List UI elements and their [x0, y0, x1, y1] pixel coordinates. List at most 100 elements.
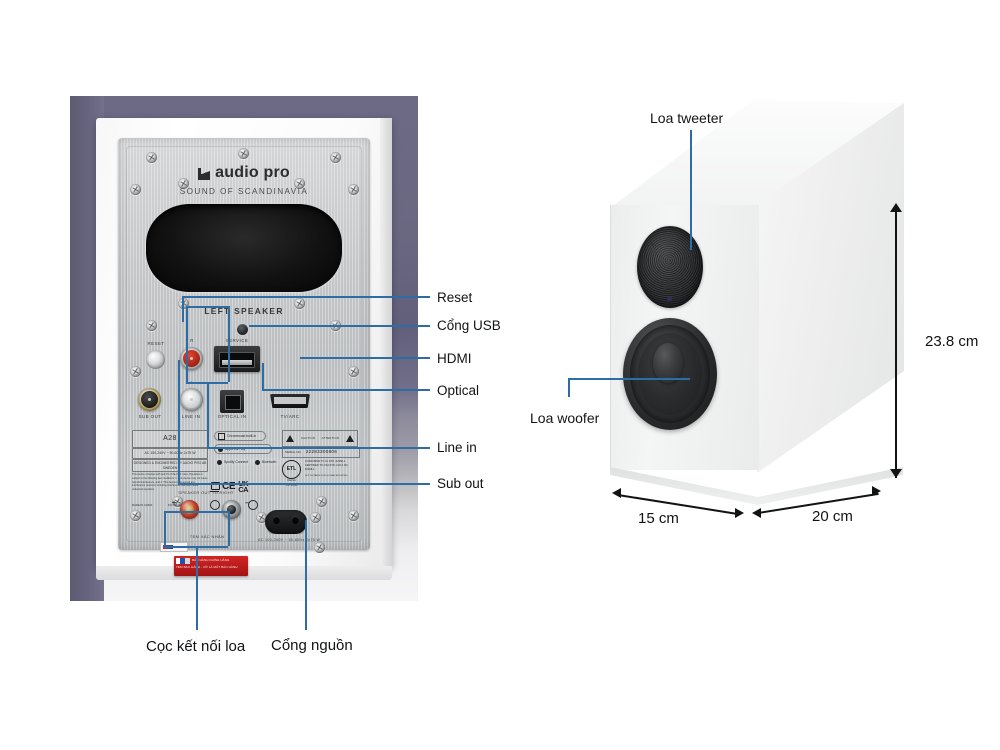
screw-icon [348, 184, 359, 195]
rca-right-input[interactable] [180, 347, 203, 370]
bluetooth-label: Bluetooth [262, 459, 277, 464]
linein-box-right [228, 306, 230, 382]
weee-bin-icon [210, 482, 220, 493]
recycle-icon [210, 500, 220, 510]
model-number: A28 [132, 430, 208, 448]
spotify-badge: Spotify Connect [214, 458, 254, 466]
leader-reset-vertical [182, 296, 184, 322]
etl-conformance-text: CONFORMS TO UL STD. 62368-1 CERTIFIED TO… [305, 460, 349, 472]
rca-left-input[interactable] [180, 388, 203, 411]
screw-icon [294, 178, 305, 189]
brand-name: audio pro [198, 164, 290, 182]
leader-linein-vertical [207, 382, 209, 447]
warning-triangle-icon-2 [345, 435, 354, 442]
speaker-terminal-positive[interactable] [180, 500, 199, 519]
plate-inner-border [126, 146, 362, 542]
callout-optical: Optical [437, 383, 480, 398]
bass-reflex-port [146, 204, 342, 292]
airplay-icon [218, 446, 223, 452]
dimension-width-arrow-right [735, 508, 744, 518]
screw-icon [130, 184, 141, 195]
designed-by-text: DESIGNED & ENGINEERED BY AUDIO PRO AB SW… [132, 459, 208, 472]
terminal-box-left [164, 511, 166, 546]
screw-icon [294, 298, 305, 309]
sub-out-jack[interactable] [138, 388, 161, 411]
dimension-width-arrow-left [612, 488, 621, 498]
screw-icon [130, 366, 141, 377]
amplifier-plate: audio pro SOUND OF SCANDINAVIA LEFT SPEA… [118, 138, 370, 576]
optical-toslink-port[interactable] [220, 390, 244, 413]
dimension-height-arrow-top [890, 203, 902, 212]
hdmi-arc-label: TV/ARC [280, 414, 300, 419]
leader-optical-horizontal [262, 389, 430, 391]
negative-sign: – [245, 500, 249, 507]
speaker-rear-photo: audio pro SOUND OF SCANDINAVIA LEFT SPEA… [70, 96, 418, 601]
dimension-depth-arrow-left [752, 508, 761, 518]
etl-certification: ETL Intertek 5179890 CONFORMS TO UL STD.… [282, 460, 356, 487]
leader-optical-vertical [262, 363, 264, 389]
screw-icon [310, 512, 321, 523]
airplay-badge: Apple AirPlay [214, 444, 272, 454]
screw-icon [348, 366, 359, 377]
spotify-icon [217, 459, 222, 465]
dimension-height-text: 23.8 cm [925, 333, 979, 350]
woofer-dust-cap [653, 342, 684, 383]
pair-button[interactable] [237, 324, 248, 335]
screw-icon [178, 178, 189, 189]
terminal-box-right [228, 511, 230, 546]
screw-icon [314, 542, 325, 553]
audio-pro-logo-icon [198, 168, 211, 180]
callout-reset: Reset [437, 290, 473, 305]
warranty-sticker: BẢO HÀNH CHÍNH HÃNG TEM BẢO HÀNH - VỠ LÀ… [174, 556, 248, 576]
brand-tagline: SOUND OF SCANDINAVIA [179, 187, 309, 196]
ac-rating-label: AC 100-240V ~ 50-60Hz 2x75 W [258, 538, 321, 542]
caution-warning-box: CAUTION ATTENTION [282, 430, 358, 447]
callout-line-in: Line in [437, 440, 477, 455]
reset-jack-label: RESET [147, 341, 165, 346]
ac-power-inlet[interactable] [265, 510, 307, 534]
label-tweeter: Loa tweeter [650, 110, 724, 126]
chromecast-icon [218, 432, 225, 440]
reset-button[interactable] [146, 350, 165, 369]
tweeter-driver [637, 226, 703, 308]
dimension-width-text: 15 cm [638, 510, 679, 527]
leader-hdmi [300, 357, 430, 359]
screw-icon [256, 512, 267, 523]
leader-woofer-horizontal [568, 378, 690, 380]
dimension-height-arrow-bottom [890, 469, 902, 478]
woofer-driver [623, 318, 717, 430]
serial-number-box: SERIAL NO. 22283300806 [282, 447, 360, 458]
screw-icon [146, 152, 157, 163]
bluetooth-icon [255, 459, 260, 465]
dimension-height-line [895, 208, 897, 478]
screw-icon [172, 496, 183, 507]
terminal-box-top [164, 511, 228, 513]
screw-icon [146, 320, 157, 331]
hdmi-arc-port[interactable] [270, 394, 310, 408]
callout-hdmi: HDMI [437, 351, 472, 366]
callout-sub-out: Sub out [437, 476, 484, 491]
etl-number: 5179890 [285, 482, 298, 487]
usb-service-port[interactable] [214, 346, 260, 372]
positive-sign: + [172, 500, 177, 507]
etl-footer: NOT SUITABLE FOR GLOBAL MOUNTING [305, 475, 348, 478]
caution-text-right: ATTENTION [321, 436, 340, 441]
spotify-label: Spotify Connect [224, 459, 248, 464]
screw-icon [238, 148, 249, 159]
tem-confirm-label: TEM XÁC NHẬN [189, 534, 225, 539]
leader-reset-horizontal [182, 296, 430, 298]
specification-label: A28 AC 100-240V ~ 50-60Hz 2x75 W DESIGNE… [132, 430, 360, 514]
dimension-depth-text: 20 cm [812, 508, 853, 525]
dimension-depth-arrow-right [872, 486, 881, 496]
linein-box-top [186, 306, 228, 308]
made-in-text: MADE IN CHINA [132, 504, 153, 507]
screw-icon [316, 496, 327, 507]
warranty-strip-icon [176, 558, 190, 564]
channel-marking: LEFT SPEAKER [204, 306, 284, 316]
screw-icon [330, 152, 341, 163]
serial-label: SERIAL NO. [285, 450, 302, 455]
warning-triangle-icon [286, 435, 295, 442]
serial-value: 22283300806 [305, 449, 338, 455]
brand-block: audio pro SOUND OF SCANDINAVIA [118, 164, 370, 196]
speaker-terminal-negative[interactable] [222, 500, 241, 519]
